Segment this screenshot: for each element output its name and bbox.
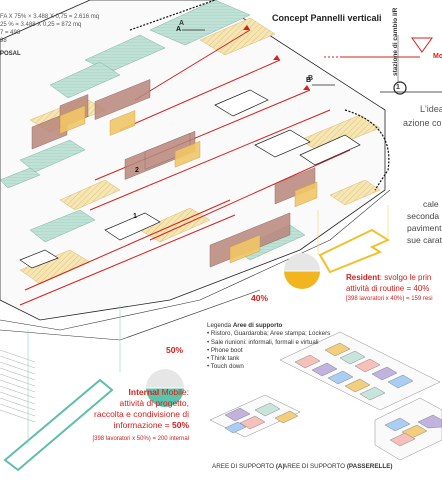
- azione-text: azione co: [403, 118, 442, 128]
- right-text-line-2: seconda: [407, 211, 440, 221]
- internal-mobile-line-1: attività di progetto,: [119, 398, 189, 408]
- legend: Legenda Aree di supporto • Ristoro, Guar…: [207, 322, 330, 372]
- section-marker-b: B: [308, 75, 314, 82]
- resident-percent-circle: [284, 253, 320, 289]
- legend-item: • Ristoro, Guardaroba; Aree stampa; Lock…: [207, 330, 331, 338]
- svg-text:A: A: [176, 26, 181, 33]
- legend-title-row: Legenda Aree di supporto: [207, 322, 330, 330]
- station-label: stazione di cambio I/R: [392, 7, 399, 76]
- support-area-a-caption: AREE DI SUPPORTO (A): [212, 463, 285, 470]
- corridor-arrows: [243, 25, 310, 90]
- page-title: Concept Pannelli verticali: [272, 13, 382, 23]
- legend-title-bold: Aree di supporto: [232, 322, 283, 329]
- internal-mobile-heading: Internal Mobile:: [105, 387, 189, 398]
- internal-mobile-line-3-value: 50%: [171, 420, 189, 430]
- svg-text:2: 2: [135, 167, 139, 174]
- node-number-marks: 2 1 A B: [133, 26, 311, 220]
- legend-item: • Sale riunioni: informali, formali e vi…: [207, 338, 319, 346]
- resident-formula: [398 lavoratori x 40%) = 159 resi: [346, 296, 433, 302]
- internal-mobile-title: Internal: [128, 387, 160, 397]
- internal-mobile-line-3-text: informazione =: [113, 420, 172, 430]
- resident-title: Resident: [346, 273, 380, 282]
- calc-line-3: 7 = 498: [0, 30, 21, 36]
- circulation-lines: [19, 29, 351, 306]
- resident-outline: [318, 228, 391, 274]
- curved-facade: [129, 0, 390, 191]
- internal-mobile-line-2: raccolta e condivisione di: [94, 409, 189, 419]
- internal-mobile-percent: 50%: [166, 345, 184, 355]
- resident-heading: Resident: svolgo le prin: [346, 273, 431, 282]
- resident-line-1: : svolgo le prin: [379, 273, 432, 282]
- section-marker-a: A: [179, 20, 185, 27]
- desk-clusters-yellow: [59, 105, 318, 264]
- legend-item: • Touch down: [207, 363, 244, 371]
- calc-line-2: 25 % = 3.488 X 0,25 = 872 mq: [0, 22, 82, 28]
- internal-mobile-outline: [3, 378, 114, 472]
- support-area-passerelle-caption: AREE DI SUPPORTO (PASSERELLE): [283, 463, 393, 470]
- svg-text:1: 1: [133, 213, 137, 220]
- calc-line-4: 98: [0, 38, 7, 44]
- calc-line-5: POSAL: [0, 51, 21, 57]
- support-a-text: AREE DI SUPPORTO: [212, 463, 276, 470]
- right-text-line-3: paviment: [407, 223, 442, 233]
- resident-percent: 40%: [251, 293, 269, 303]
- legend-item: • Phone boot: [207, 346, 243, 354]
- right-text-line-4: sue caratt: [407, 235, 442, 245]
- resident-line-2: attività di routine = 40%: [346, 284, 430, 293]
- internal-mobile-line-3: informazione = 50%: [60, 420, 189, 431]
- internal-mobile-title-2: Mobile:: [159, 387, 189, 397]
- legend-title: Legenda: [207, 322, 233, 329]
- internal-mobile-formula: [398 lavoratori x 50%) = 200 internal: [92, 436, 189, 442]
- calc-line-1: FA X 75% × 3.488 X 0,75 = 2.616 mq: [0, 14, 100, 20]
- right-text-line-1: cale: [423, 199, 439, 209]
- section-markers: [182, 29, 335, 86]
- support-a-tag: (A): [275, 463, 285, 470]
- internal-mobile-percent-circle: [146, 369, 184, 407]
- support-area-blocks: [209, 331, 442, 461]
- left-edge-lines: [0, 349, 36, 423]
- idea-text: L'idea: [420, 104, 442, 114]
- station-node: [393, 81, 407, 95]
- support-p-tag: (PASSERELLE): [346, 463, 393, 470]
- station-node-number: 1: [396, 84, 400, 91]
- legend-item: • Think tank: [207, 355, 240, 363]
- support-p-text: AREE DI SUPPORTO: [283, 463, 347, 470]
- transit-label-mo: Mo: [433, 53, 442, 60]
- transit-diagram: [324, 35, 433, 90]
- service-cores: [19, 89, 361, 269]
- svg-text:B: B: [306, 77, 311, 84]
